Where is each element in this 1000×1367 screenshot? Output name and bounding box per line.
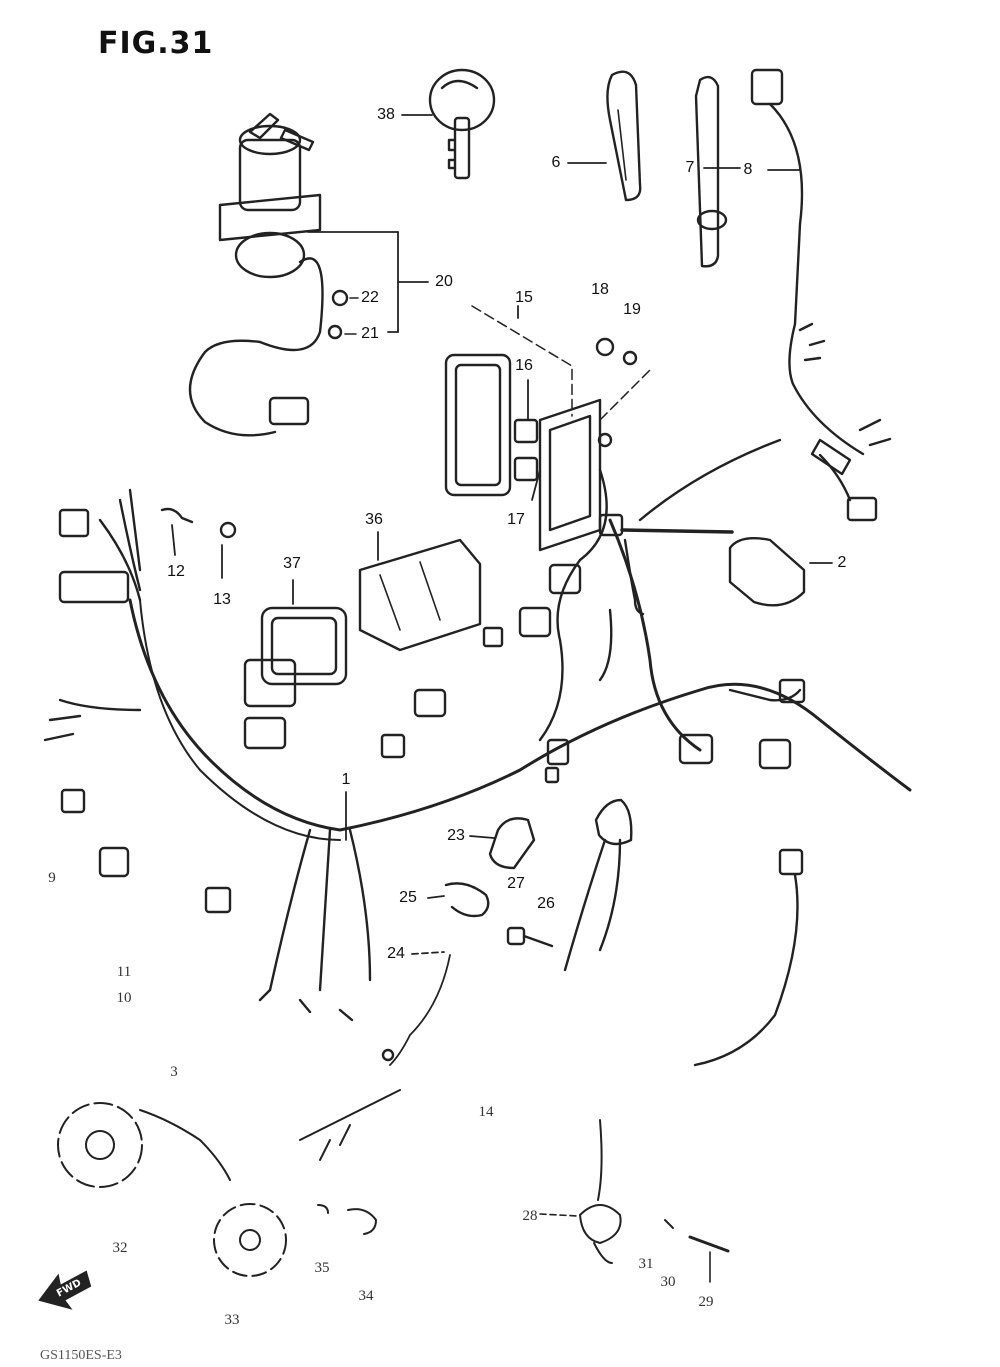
callout-24: 24 <box>387 945 405 962</box>
control-unit-icon <box>358 538 482 652</box>
callout-15: 15 <box>515 289 533 306</box>
cable-clamp-icon <box>694 75 728 268</box>
callout-21: 21 <box>361 325 379 342</box>
callout-1: 1 <box>341 771 351 788</box>
ignition-switch-icon <box>188 112 324 437</box>
callout-34: 34 <box>358 1288 374 1304</box>
figure-code: GS1150ES-E3 <box>40 1348 122 1363</box>
callout-10: 10 <box>116 990 132 1006</box>
generator-stator-icon <box>57 1089 401 1277</box>
callout-3: 3 <box>170 1064 178 1080</box>
nut-icon <box>331 289 349 307</box>
screw-icon <box>327 324 343 340</box>
callout-22: 22 <box>361 289 379 306</box>
callout-38: 38 <box>377 106 395 123</box>
callout-23: 23 <box>447 827 465 844</box>
bolt-icon <box>595 337 615 357</box>
switch-icon <box>488 817 536 870</box>
relay-bracket-icon <box>444 353 613 552</box>
screw-icon <box>219 521 237 539</box>
cover-cap-icon <box>728 537 806 607</box>
callout-11: 11 <box>116 964 132 980</box>
callout-19: 19 <box>623 301 641 318</box>
forward-arrow-icon <box>38 1270 92 1310</box>
strap-icon <box>606 70 642 202</box>
callout-27: 27 <box>507 875 525 892</box>
callout-35: 35 <box>314 1260 330 1276</box>
main-wiring-harness-icon <box>43 438 912 1067</box>
callout-6: 6 <box>551 154 561 171</box>
bolt-icon <box>506 926 554 948</box>
bracket-icon <box>444 882 490 918</box>
callout-28: 28 <box>522 1208 538 1224</box>
key-icon <box>428 68 496 180</box>
callout-31: 31 <box>638 1256 654 1272</box>
callout-20: 20 <box>435 273 453 290</box>
callout-36: 36 <box>365 511 383 528</box>
callout-26: 26 <box>537 895 555 912</box>
direction-badge: FWD <box>38 1278 90 1312</box>
callout-16: 16 <box>515 357 533 374</box>
callout-17: 17 <box>507 511 525 528</box>
callout-32: 32 <box>112 1240 128 1256</box>
direction-badge-text: FWD <box>54 1277 84 1300</box>
callout-18: 18 <box>591 281 609 298</box>
wire-clip-icon <box>160 507 194 524</box>
callout-33: 33 <box>224 1312 240 1328</box>
callout-37: 37 <box>283 555 301 572</box>
callout-13: 13 <box>213 591 231 608</box>
callout-30: 30 <box>660 1274 676 1290</box>
neutral-switch-icon <box>579 1119 730 1264</box>
callout-8: 8 <box>743 161 753 178</box>
callout-12: 12 <box>167 563 185 580</box>
callout-25: 25 <box>399 889 417 906</box>
washer-icon <box>622 350 638 366</box>
callout-2: 2 <box>837 554 847 571</box>
callout-7: 7 <box>685 159 695 176</box>
sub-harness-icon <box>750 68 892 522</box>
connector-block-icon <box>243 606 348 750</box>
figure-title: FIG.31 <box>98 26 214 61</box>
callout-29: 29 <box>698 1294 714 1310</box>
callout-14: 14 <box>478 1104 494 1120</box>
callout-9: 9 <box>48 870 56 886</box>
